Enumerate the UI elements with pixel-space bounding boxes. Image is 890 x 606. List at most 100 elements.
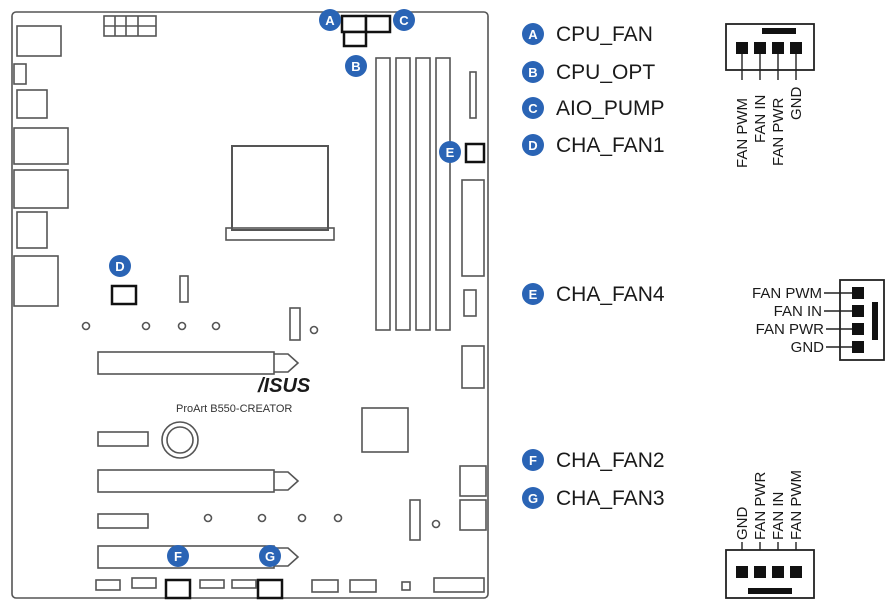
svg-text:CHA_FAN2: CHA_FAN2 (556, 449, 665, 472)
svg-text:B: B (351, 59, 360, 74)
ram-slot (395, 57, 411, 331)
sata-ports (459, 465, 487, 497)
svg-text:CHA_FAN3: CHA_FAN3 (556, 487, 665, 510)
badge-b: B (345, 55, 367, 77)
svg-text:G: G (528, 491, 538, 506)
svg-text:D: D (115, 259, 124, 274)
header-f-connector (164, 578, 192, 600)
legend-item-cha-fan2: F CHA_FAN2 (522, 449, 665, 472)
legend-item-cha-fan1: D CHA_FAN1 (522, 134, 665, 157)
bottom-header (95, 579, 121, 591)
pin-label: FAN IN (752, 95, 769, 143)
bottom-header (199, 579, 225, 589)
sata-ports (459, 499, 487, 531)
pin-label: GND (791, 339, 825, 356)
board-brand: /ISUS (257, 375, 311, 397)
legend-item-cha-fan3: G CHA_FAN3 (522, 487, 665, 510)
svg-text:CPU_FAN: CPU_FAN (556, 23, 653, 46)
rear-io-block (13, 127, 69, 165)
pin-label: FAN PWR (770, 97, 787, 166)
pin-label: GND (734, 507, 751, 541)
svg-text:CPU_OPT: CPU_OPT (556, 61, 655, 84)
svg-text:CHA_FAN4: CHA_FAN4 (556, 283, 665, 306)
atx-power-connector (461, 179, 485, 277)
svg-text:AIO_PUMP: AIO_PUMP (556, 97, 665, 120)
svg-text:E: E (529, 287, 538, 302)
pin-label: FAN IN (770, 492, 787, 540)
svg-text:C: C (528, 101, 538, 116)
header-b-connector (342, 30, 368, 48)
svg-text:E: E (446, 145, 455, 160)
badge-e: E (439, 141, 461, 163)
rear-io-block (16, 89, 48, 119)
ram-slot (435, 57, 451, 331)
cpu-socket (231, 145, 329, 231)
rear-io-block (13, 169, 69, 209)
header-c-connector (364, 14, 392, 34)
rear-io-block (13, 63, 27, 85)
pinout-top: FAN PWM FAN IN FAN PWR GND (725, 23, 815, 168)
svg-text:G: G (265, 549, 275, 564)
pcie-x1-slot (97, 431, 149, 447)
board-outline (11, 11, 489, 599)
pcie-x1-slot (97, 513, 149, 529)
pin-label: FAN PWM (752, 285, 822, 302)
header-e-connector (464, 142, 486, 164)
board-badges: A B C D E F G (109, 9, 461, 567)
rear-io-block (16, 25, 62, 57)
usb-header (463, 289, 477, 317)
pin-label: FAN IN (774, 303, 822, 320)
cpu-socket-base (225, 227, 335, 241)
ram-slot (415, 57, 431, 331)
bottom-header (231, 579, 257, 589)
legend-item-cpu-fan: A CPU_FAN (522, 23, 653, 46)
pcie-slot (97, 469, 275, 493)
badge-g: G (259, 545, 281, 567)
svg-text:A: A (528, 27, 538, 42)
badge-d: D (109, 255, 131, 277)
svg-text:F: F (174, 549, 182, 564)
pinout-middle: FAN PWM FAN IN FAN PWR GND (752, 279, 885, 361)
pcie-slot (97, 351, 275, 375)
bottom-header (131, 577, 157, 589)
legend-item-aio-pump: C AIO_PUMP (522, 97, 665, 120)
bottom-header (433, 577, 485, 593)
pin-label: FAN PWM (734, 98, 751, 168)
svg-text:B: B (528, 65, 537, 80)
board-fan-headers (110, 14, 486, 600)
legend: A CPU_FAN B CPU_OPT C AIO_PUMP D CHA_FAN… (522, 23, 665, 510)
svg-text:A: A (325, 13, 335, 28)
rear-io-block (13, 255, 59, 307)
header-pins (469, 71, 477, 119)
legend-item-cpu-opt: B CPU_OPT (522, 61, 655, 84)
svg-text:CHA_FAN1: CHA_FAN1 (556, 134, 665, 157)
pinout-bottom: GND FAN PWR FAN IN FAN PWM (725, 470, 815, 599)
header-d-connector (110, 284, 138, 306)
badge-c: C (393, 9, 415, 31)
chipset (361, 407, 409, 453)
svg-text:F: F (529, 453, 537, 468)
pinout-top-key (762, 28, 796, 34)
header-pins (179, 275, 189, 303)
rear-io-block (16, 211, 48, 249)
pin-label: GND (788, 87, 805, 121)
m2-slot (409, 499, 421, 541)
board-model: ProArt B550-CREATOR (176, 403, 292, 415)
svg-text:C: C (399, 13, 409, 28)
ram-slot (375, 57, 391, 331)
motherboard (11, 11, 489, 599)
m2-slot (289, 307, 301, 341)
cmos-battery (161, 421, 199, 459)
badge-f: F (167, 545, 189, 567)
legend-item-cha-fan4: E CHA_FAN4 (522, 283, 665, 306)
pin-label: FAN PWM (788, 470, 805, 540)
pinout-bottom-key (748, 588, 792, 594)
bottom-header (401, 581, 411, 591)
bottom-header (311, 579, 339, 593)
header-a-connector (340, 14, 368, 34)
sata-ports (461, 345, 485, 389)
header-g-connector (256, 578, 284, 600)
pinout-middle-key (872, 302, 878, 340)
pin-label: FAN PWR (752, 471, 769, 540)
